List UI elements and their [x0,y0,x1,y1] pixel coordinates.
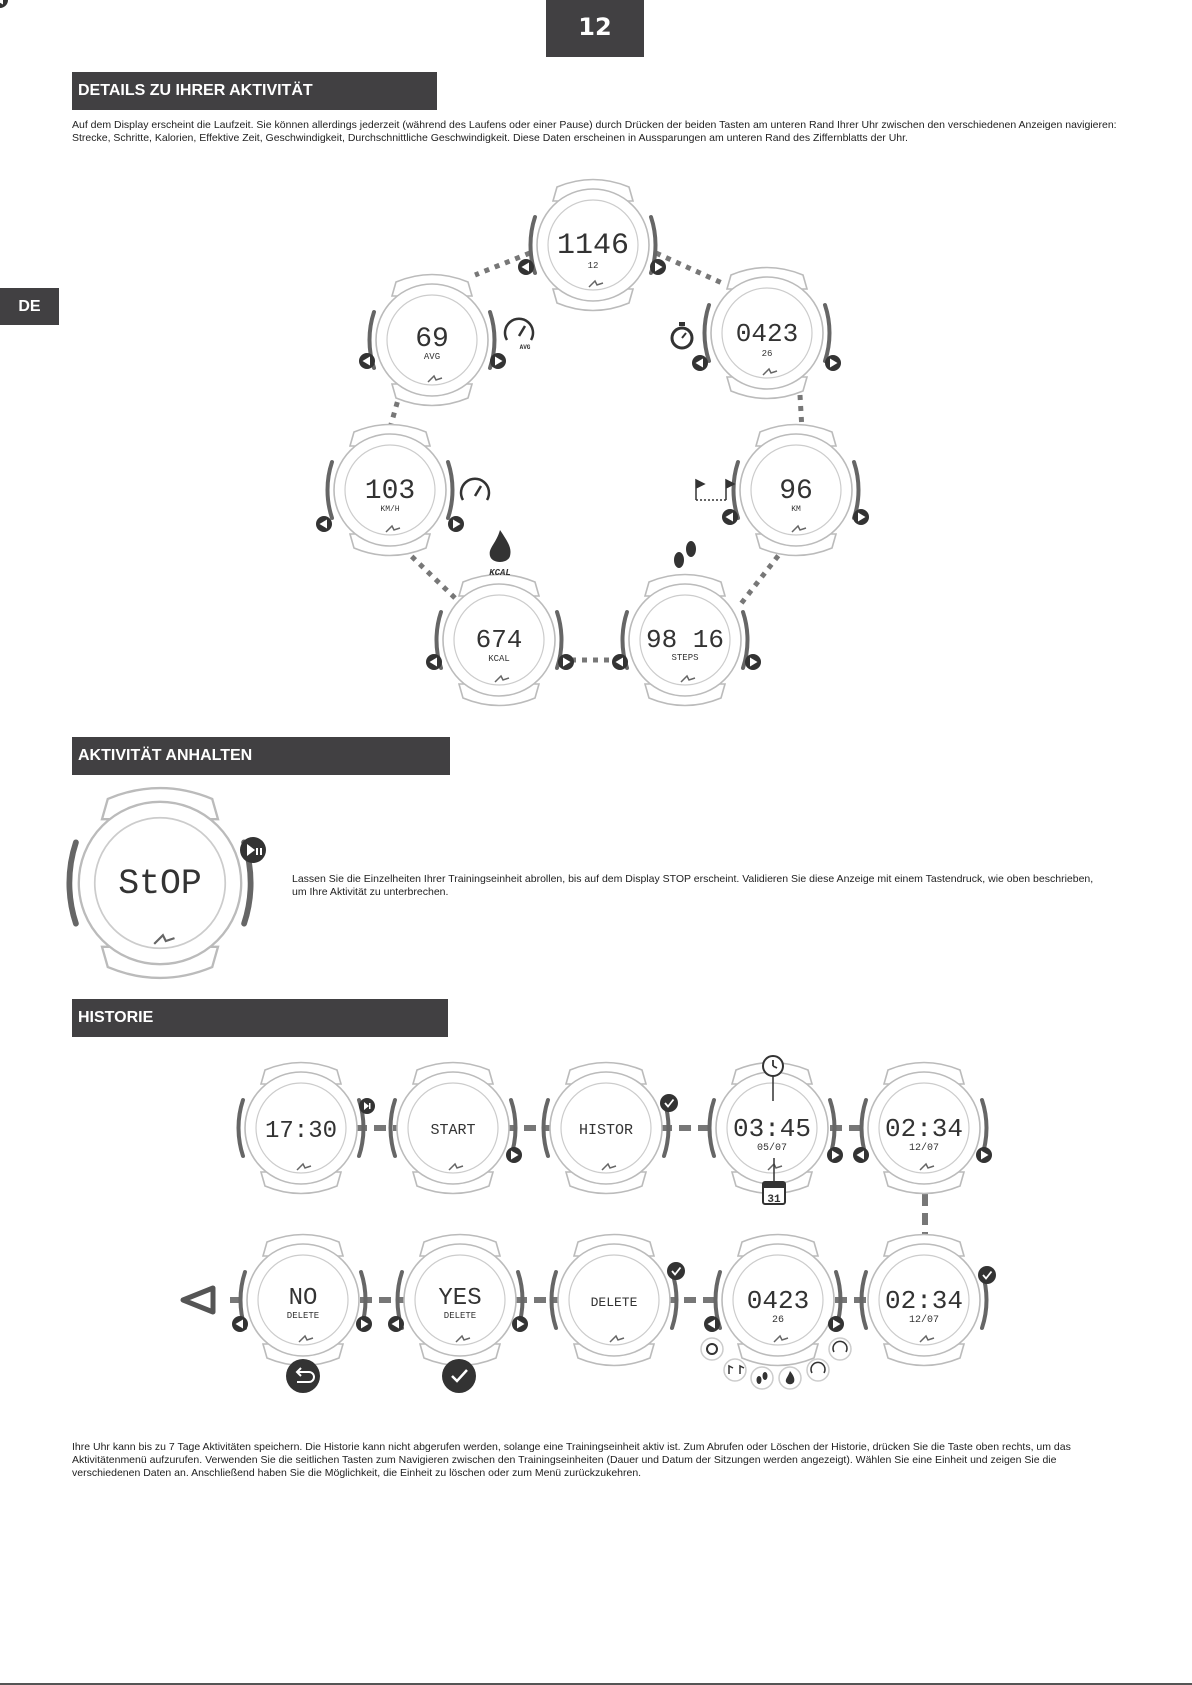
back-arrow-icon [180,1285,216,1315]
watch-history-no-sub: DELETE [287,1311,319,1321]
watch-history-time-main: 17:30 [265,1118,337,1145]
details-text: Auf dem Display erscheint die Laufzeit. … [72,119,1117,144]
watch-history-session-2-main: 02:34 [885,1114,963,1144]
watch-history-selected-main: 02:34 [885,1286,963,1316]
kcal-icon-label: KCAL [489,568,511,578]
confirm-button-icon [442,1359,476,1393]
calendar-day: 31 [767,1194,781,1206]
watch-speed-main: 103 [365,476,415,507]
watch-history-histor: HISTOR [541,1060,671,1196]
speedometer-icon [459,477,491,501]
page-bottom-border [0,1683,1192,1685]
watch-history-session: 03:45 05/07 [707,1060,837,1196]
watch-distance-main: 96 [779,476,813,507]
stop-text: Lassen Sie die Einzelheiten Ihrer Traini… [292,873,1094,898]
watch-history-session-sub: 05/07 [757,1142,787,1154]
watch-calories-sub: KCAL [488,654,510,664]
clock-icon [762,1055,784,1101]
watch-history-yes: YES DELETE [395,1232,525,1368]
play-pause-icon [240,837,266,863]
watch-distance-sub: KM [791,505,801,514]
history-text: Ihre Uhr kann bis zu 7 Tage Aktivitäten … [72,1441,1071,1479]
watch-steps: 98 16 STEPS [620,572,750,708]
avg-icon-label: AVG [520,344,531,351]
watch-history-no-main: NO [289,1285,318,1312]
watch-history-yes-sub: DELETE [444,1311,476,1321]
section-title-stop: AKTIVITÄT ANHALTEN [72,737,450,775]
watch-history-start-main: START [430,1122,475,1139]
watch-history-selected-sub: 12/07 [909,1314,939,1326]
watch-calories-main: 674 [476,625,523,655]
watch-calories: 674 KCAL [434,572,564,708]
watch-history-no: NO DELETE [238,1232,368,1368]
stopwatch-icon [670,322,694,350]
watch-history-delete-main: DELETE [591,1295,638,1310]
watch-speed-sub: KM/H [380,505,399,514]
watch-distance: 96 KM [731,422,861,558]
calendar-icon: 31 [762,1158,786,1206]
watch-avg-speed: 69 AVG [367,272,497,408]
watch-effective-time-main: 0423 [736,319,798,349]
watch-history-yes-main: YES [438,1285,481,1312]
watch-history-details: 0423 26 [713,1232,843,1368]
watch-history-session-2: 02:34 12/07 [859,1060,989,1196]
history-buttons-icon [0,0,997,1332]
watch-history-details-main: 0423 [747,1286,809,1316]
watch-history-session-2-sub: 12/07 [909,1142,939,1154]
flags-icon [695,478,736,501]
watch-duration-sub: 12 [588,261,599,271]
watch-avg-speed-sub: AVG [424,352,440,362]
language-tab: DE [0,288,59,325]
avg-speedometer-icon: AVG [503,317,535,351]
speed-small-icon [810,1361,826,1374]
watch-history-histor-main: HISTOR [579,1122,633,1139]
watch-history-delete: DELETE [549,1232,679,1368]
watch-duration: 1146 12 [528,177,658,313]
watch-speed: 103 KM/H [325,422,455,558]
watch-steps-sub: STEPS [671,653,698,663]
watch-history-start: START [388,1060,518,1196]
watch-stop: StOP [69,788,250,978]
watch-history-details-sub: 26 [772,1315,784,1326]
footsteps-small-icon [756,1372,768,1384]
stopwatch-small-icon [706,1343,718,1355]
watch-stop-main: StOP [118,865,202,904]
page-number: 12 [546,0,644,57]
watch-history-session-main: 03:45 [733,1114,811,1144]
flame-small-icon [785,1371,795,1385]
flame-icon: KCAL [489,530,511,578]
watch-history-selected: 02:34 12/07 [859,1232,989,1368]
watch-avg-speed-main: 69 [415,324,449,355]
watch-effective-time: 0423 26 [702,265,832,401]
avg-speed-small-icon [832,1340,848,1353]
section-title-details: DETAILS ZU IHRER AKTIVITÄT [72,72,437,110]
return-button-icon [286,1359,320,1393]
section-title-history: HISTORIE [72,999,448,1037]
footsteps-icon [674,541,696,568]
watch-steps-main: 98 16 [646,625,724,655]
watch-duration-main: 1146 [557,229,629,263]
watch-history-time: 17:30 [236,1060,366,1196]
flags-small-icon [728,1364,745,1374]
watch-effective-time-sub: 26 [762,349,773,359]
